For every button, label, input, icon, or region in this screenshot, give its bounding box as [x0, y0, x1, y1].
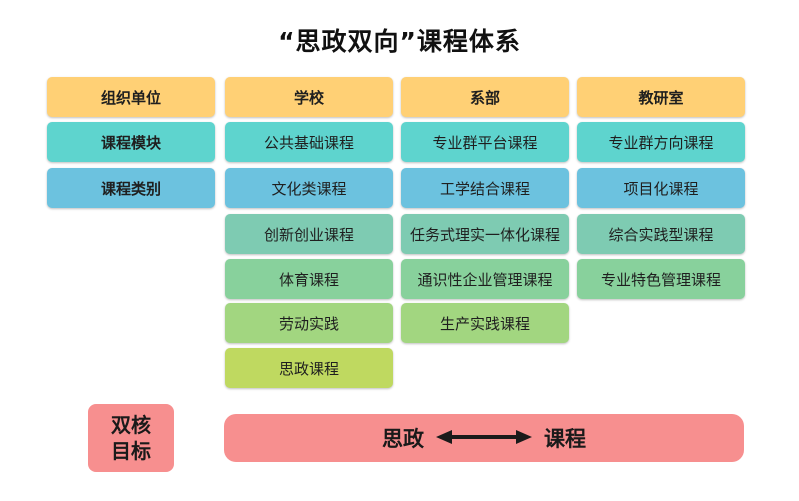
header-department: 系部	[401, 77, 569, 117]
diagram-title: “思政双向”课程体系	[278, 27, 521, 56]
double-arrow-icon	[436, 426, 532, 450]
school-course-3: 创新创业课程	[225, 214, 393, 254]
research-office-course-1: 专业群方向课程	[577, 122, 745, 162]
goal-line-1: 双核	[111, 413, 151, 437]
goal-right-term: 课程	[544, 427, 586, 451]
label-course-category: 课程类别	[47, 168, 215, 208]
dual-core-goal-bar: 思政 课程	[224, 414, 744, 462]
header-school: 学校	[225, 77, 393, 117]
school-course-1: 公共基础课程	[225, 122, 393, 162]
school-course-2: 文化类课程	[225, 168, 393, 208]
header-research-office: 教研室	[577, 77, 745, 117]
dual-core-goal-label: 双核 目标	[88, 404, 174, 472]
goal-left-term: 思政	[382, 427, 424, 451]
school-course-6: 思政课程	[225, 348, 393, 388]
header-org-unit: 组织单位	[47, 77, 215, 117]
school-course-4: 体育课程	[225, 259, 393, 299]
department-course-4: 通识性企业管理课程	[401, 259, 569, 299]
department-course-3: 任务式理实一体化课程	[401, 214, 569, 254]
research-office-course-4: 专业特色管理课程	[577, 259, 745, 299]
school-course-5: 劳动实践	[225, 303, 393, 343]
department-course-1: 专业群平台课程	[401, 122, 569, 162]
department-course-5: 生产实践课程	[401, 303, 569, 343]
research-office-course-2: 项目化课程	[577, 168, 745, 208]
research-office-course-3: 综合实践型课程	[577, 214, 745, 254]
label-course-module: 课程模块	[47, 122, 215, 162]
department-course-2: 工学结合课程	[401, 168, 569, 208]
goal-line-2: 目标	[111, 439, 151, 463]
